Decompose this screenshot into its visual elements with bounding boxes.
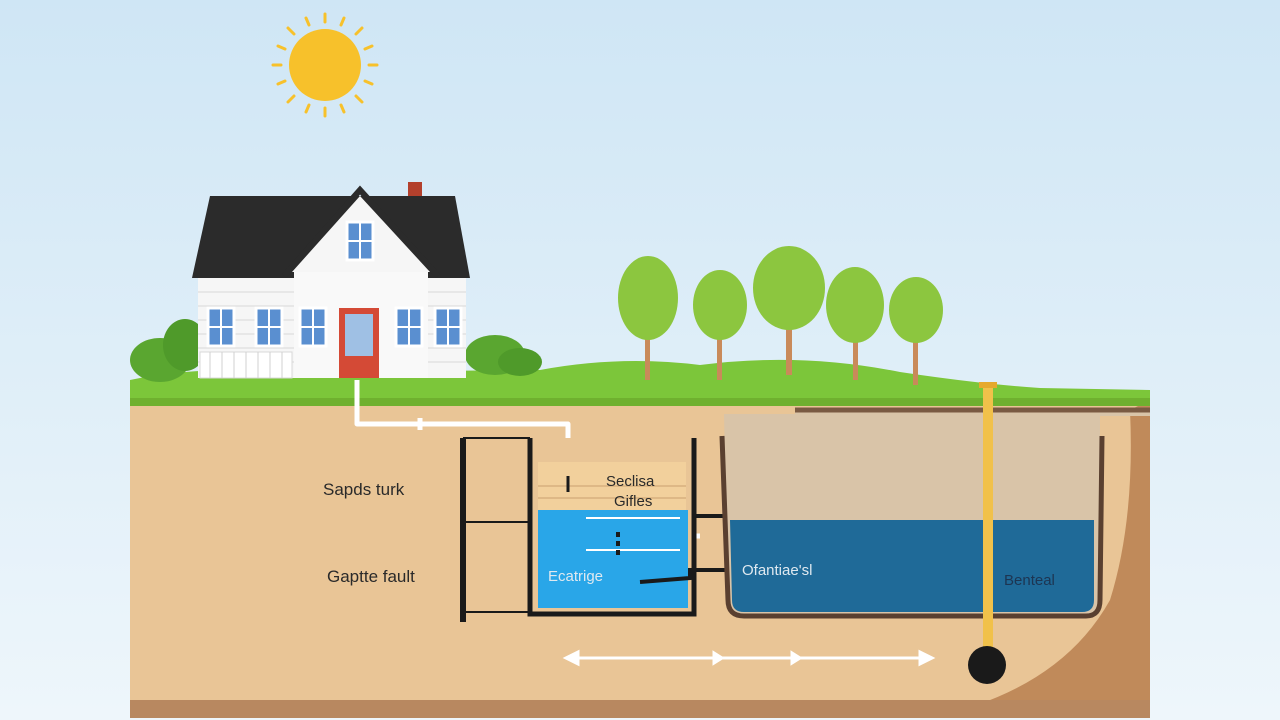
flow-arrows — [562, 649, 936, 667]
label-field-right: Benteal — [1004, 572, 1055, 589]
depth-marker — [460, 437, 530, 622]
drain-outlet — [968, 646, 1006, 684]
house-icon — [192, 182, 470, 379]
tree-icon — [693, 270, 747, 380]
tree-icon — [618, 256, 678, 380]
outlet-pipe — [639, 514, 728, 584]
label-left-lower: Gaptte fault — [327, 567, 415, 586]
label-tank-top-1: Seclisa — [606, 473, 655, 490]
tree-icon — [826, 267, 884, 380]
bush — [163, 319, 207, 371]
label-field-left: Ofantiae'sl — [742, 562, 812, 579]
sun-icon — [271, 12, 379, 118]
label-left-upper: Sapds turk — [323, 480, 405, 499]
label-tank-water: Ecatrige — [548, 568, 603, 585]
septic-tank — [527, 438, 697, 617]
tree-icon — [889, 277, 943, 385]
tree-icon — [753, 246, 825, 375]
label-tank-top-2: Gifles — [614, 493, 652, 510]
vent-pipe — [968, 382, 1006, 684]
bush — [498, 348, 542, 376]
drain-field — [719, 407, 1150, 619]
